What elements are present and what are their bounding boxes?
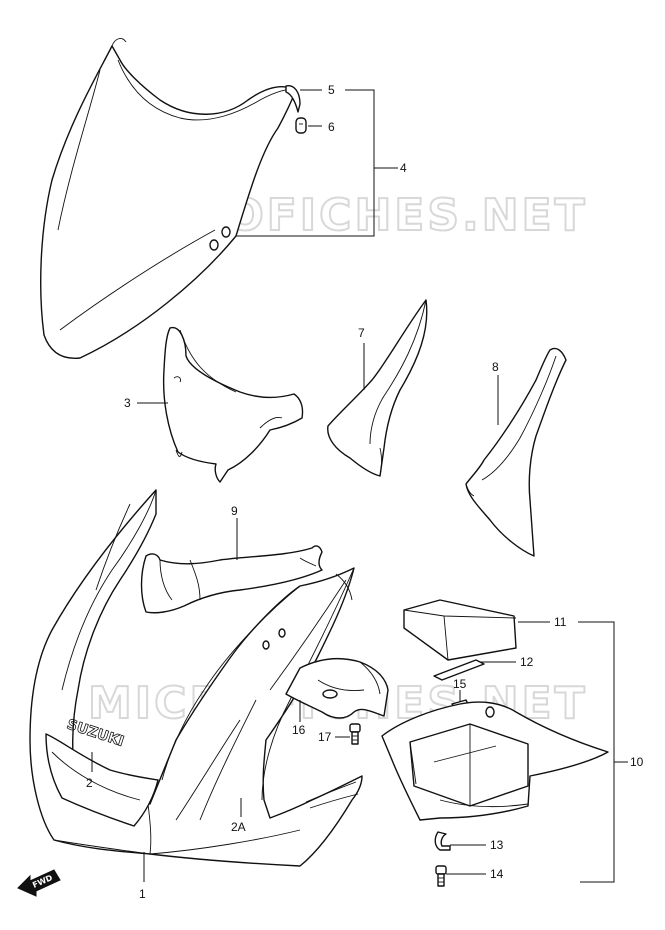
callout-7: 7 [358,326,365,340]
bracket-4 [236,89,375,237]
callout-5: 5 [328,83,335,97]
bolt-17-part [349,723,361,745]
callout-9: 9 [231,504,238,518]
inner-bracket-panel-part [140,545,323,614]
forward-arrow-icon: FWD [17,869,61,897]
callout-13: 13 [490,838,504,852]
callout-4: 4 [400,161,407,175]
clip-13-part [434,831,451,851]
callout-1: 1 [139,887,146,901]
callout-12: 12 [520,655,534,669]
callout-2a: 2A [231,820,246,834]
bracket-10 [578,621,615,883]
side-panel-left-part [327,299,428,477]
storage-box-part [381,701,609,821]
callout-17: 17 [318,730,332,744]
storage-lid-part [403,599,517,661]
seal-strip-part [433,659,485,681]
headlamp-panel-part [45,733,159,827]
grommet-part [295,117,307,134]
inner-panel-part [162,326,304,483]
windscreen-part [40,38,297,359]
side-panel-right-part [465,347,567,557]
callout-6: 6 [328,120,335,134]
windscreen-trim-part [285,85,301,113]
callout-2: 2 [86,776,93,790]
callout-3: 3 [124,396,131,410]
callout-16: 16 [292,723,306,737]
callout-15: 15 [453,677,467,691]
callout-11: 11 [554,615,567,629]
callout-10: 10 [630,755,644,769]
bolt-14-part [435,865,447,887]
mounting-bracket-part [285,657,389,719]
callout-14: 14 [490,867,504,881]
callout-8: 8 [492,360,499,374]
